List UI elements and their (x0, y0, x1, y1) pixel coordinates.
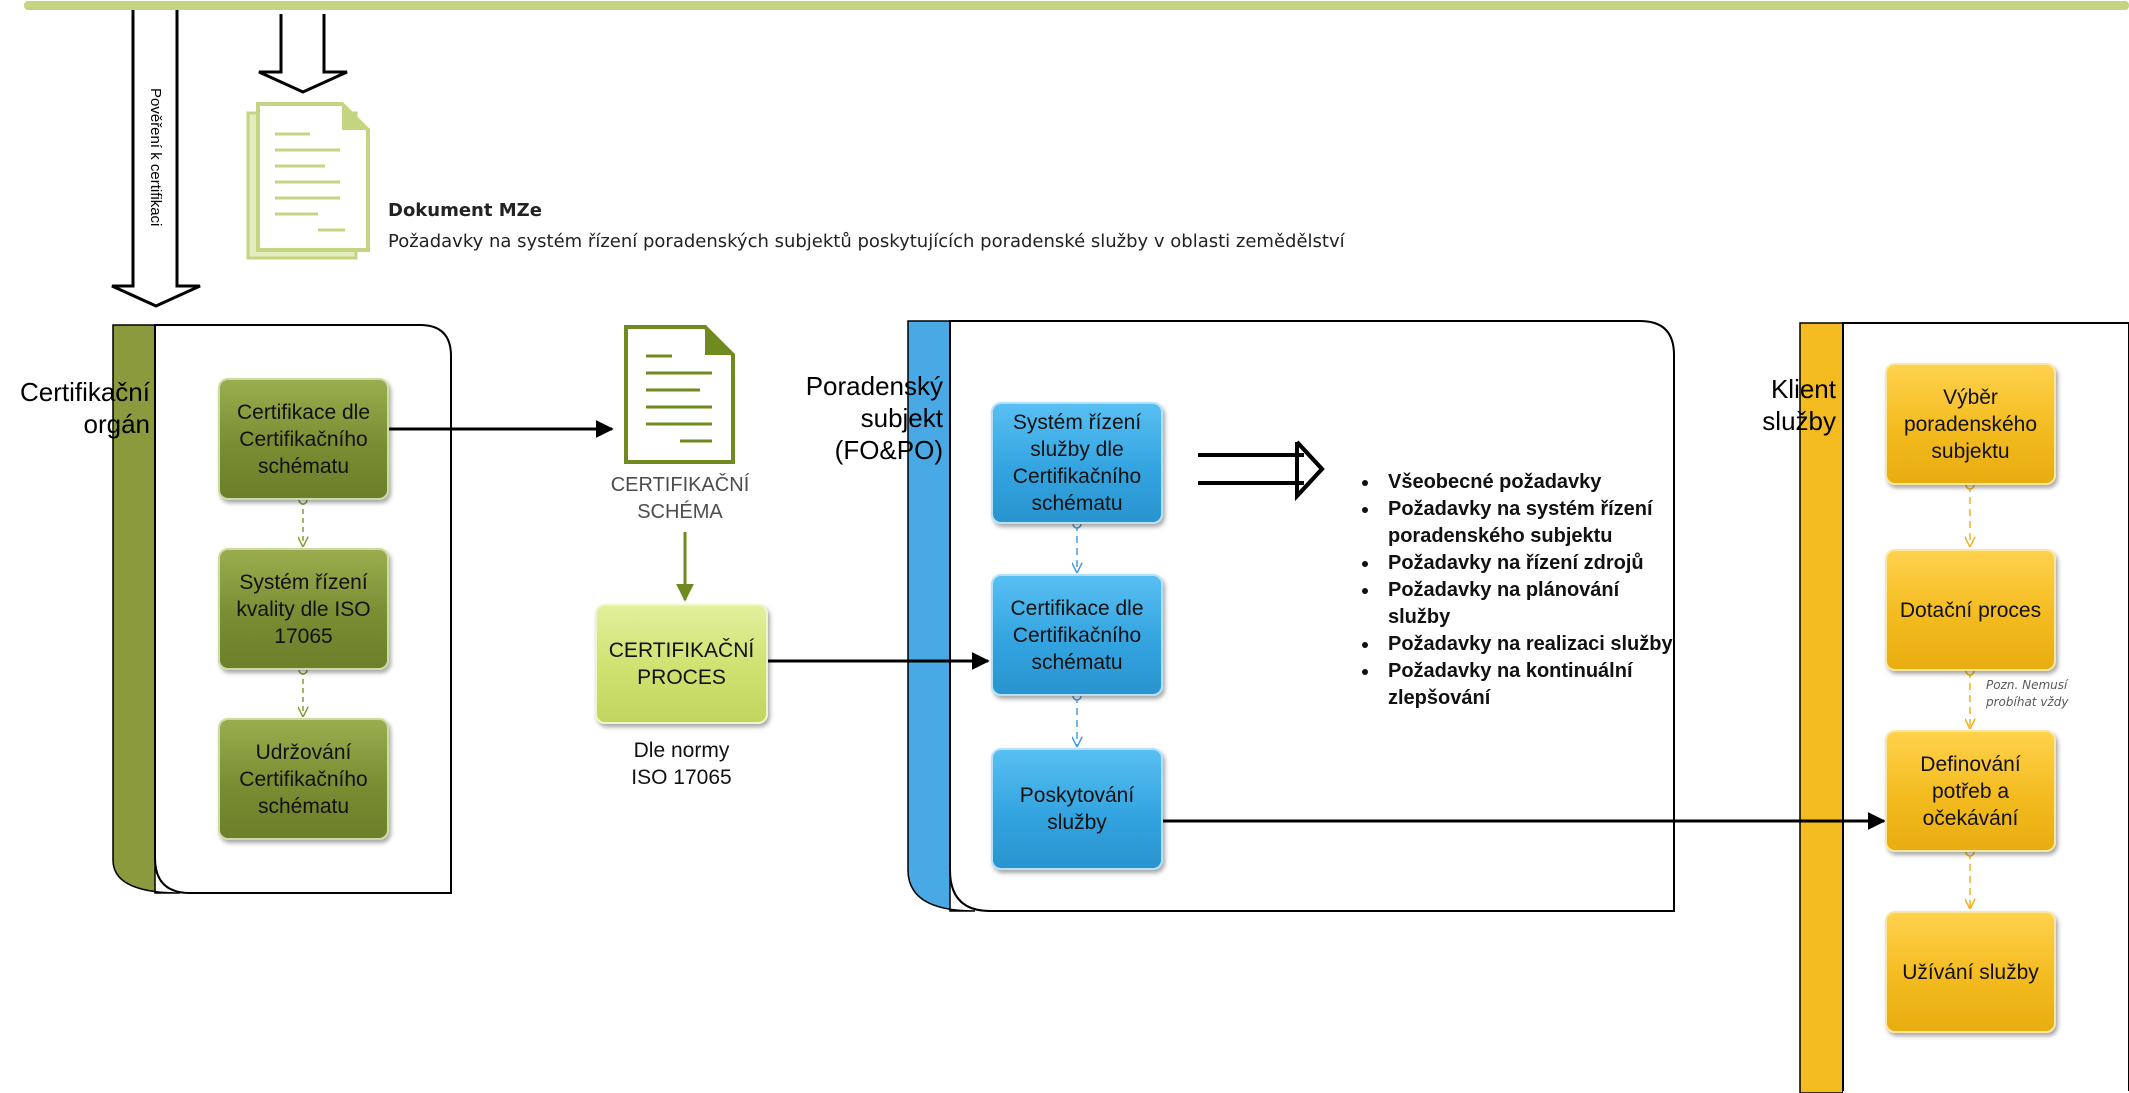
advisory-box-certification[interactable]: Certifikace dle Certifikačního schématu (991, 574, 1163, 696)
mze-document-icon (246, 102, 370, 260)
client-box-selection[interactable]: Výběr poradenského subjektu (1885, 363, 2056, 485)
requirement-item: Požadavky na kontinuální zlepšování (1380, 658, 1680, 712)
client-box-usage-label: Užívání služby (1902, 960, 2039, 984)
advisory-box-service-provision[interactable]: Poskytování služby (991, 748, 1163, 870)
requirement-item: Požadavky na plánování služby (1380, 577, 1680, 631)
certification-scheme-label-line2: SCHÉMA (637, 501, 723, 523)
certification-process-label: CERTIFIKAČNÍ PROCES (608, 639, 755, 689)
top-bar (24, 1, 2129, 10)
advisory-subject-label-line1: Poradenský (805, 371, 943, 401)
client-label: Klient služby (1700, 373, 1836, 437)
mze-input-arrow (258, 14, 348, 94)
client-box-subsidy[interactable]: Dotační proces (1885, 549, 2056, 671)
client-box-needs[interactable]: Definování potřeb a očekávání (1885, 730, 2056, 852)
cert-body-box-quality-system[interactable]: Systém řízení kvality dle ISO 17065 (218, 548, 389, 670)
certification-scheme-label: CERTIFIKAČNÍ SCHÉMA (594, 472, 766, 526)
certification-scheme-label-line1: CERTIFIKAČNÍ (610, 474, 750, 496)
certification-body-label-line1: Certifikační (19, 377, 150, 407)
delegation-label: Pověření k certifikaci (147, 88, 164, 227)
client-box-subsidy-label: Dotační proces (1899, 598, 2042, 622)
advisory-subject-label-line2: subjekt (860, 403, 943, 433)
advisory-box-management-system[interactable]: Systém řízení služby dle Certifikačního … (991, 402, 1163, 524)
cert-body-box-certification[interactable]: Certifikace dle Certifikačního schématu (218, 378, 389, 500)
advisory-subject-label: Poradenský subjekt (FO&PO) (780, 370, 943, 466)
client-box-selection-label: Výběr poradenského subjektu (1903, 385, 2038, 463)
advisory-box-service-provision-label: Poskytování služby (1019, 784, 1135, 834)
client-lane (1799, 322, 2129, 1093)
mze-document-subtitle: Požadavky na systém řízení poradenských … (388, 231, 1345, 252)
client-label-line2: služby (1762, 406, 1836, 436)
client-note-line1: Pozn. Nemusí (1986, 678, 2068, 692)
requirement-item: Požadavky na systém řízení poradenského … (1380, 496, 1680, 550)
requirement-item: Všeobecné požadavky (1380, 469, 1680, 496)
client-note-line2: probíhat vždy (1986, 695, 2069, 709)
advisory-subject-label-line3: (FO&PO) (834, 435, 943, 465)
requirement-item: Požadavky na realizaci služby (1380, 631, 1680, 658)
client-box-usage[interactable]: Užívání služby (1885, 911, 2056, 1033)
client-label-line1: Klient (1770, 374, 1836, 404)
certification-process-norm-line2: ISO 17065 (631, 766, 732, 789)
certification-body-label-line2: orgán (83, 409, 151, 439)
certification-scheme-document-icon (624, 325, 735, 464)
requirements-double-arrow-head (1295, 440, 1325, 502)
client-note: Pozn. Nemusí probíhat vždy (1986, 677, 2068, 711)
certification-process-norm-line1: Dle normy (633, 739, 730, 762)
certification-body-label: Certifikační orgán (0, 376, 150, 440)
cert-body-box-maintenance-label: Udržování Certifikačního schématu (239, 740, 368, 818)
certification-process-box[interactable]: CERTIFIKAČNÍ PROCES (595, 604, 768, 724)
requirement-item: Požadavky na řízení zdrojů (1380, 550, 1680, 577)
advisory-box-certification-label: Certifikace dle Certifikačního schématu (1010, 596, 1144, 674)
requirements-list: Všeobecné požadavky Požadavky na systém … (1340, 469, 1680, 712)
advisory-box-management-system-label: Systém řízení služby dle Certifikačního … (1012, 411, 1142, 515)
cert-body-box-maintenance[interactable]: Udržování Certifikačního schématu (218, 718, 389, 840)
certification-process-norm: Dle normy ISO 17065 (595, 737, 768, 791)
delegation-arrow (111, 10, 201, 308)
cert-body-box-certification-label: Certifikace dle Certifikačního schématu (236, 400, 371, 478)
mze-document-title: Dokument MZe (388, 200, 542, 221)
client-box-needs-label: Definování potřeb a očekávání (1920, 752, 2021, 830)
cert-body-box-quality-system-label: Systém řízení kvality dle ISO 17065 (236, 570, 371, 648)
